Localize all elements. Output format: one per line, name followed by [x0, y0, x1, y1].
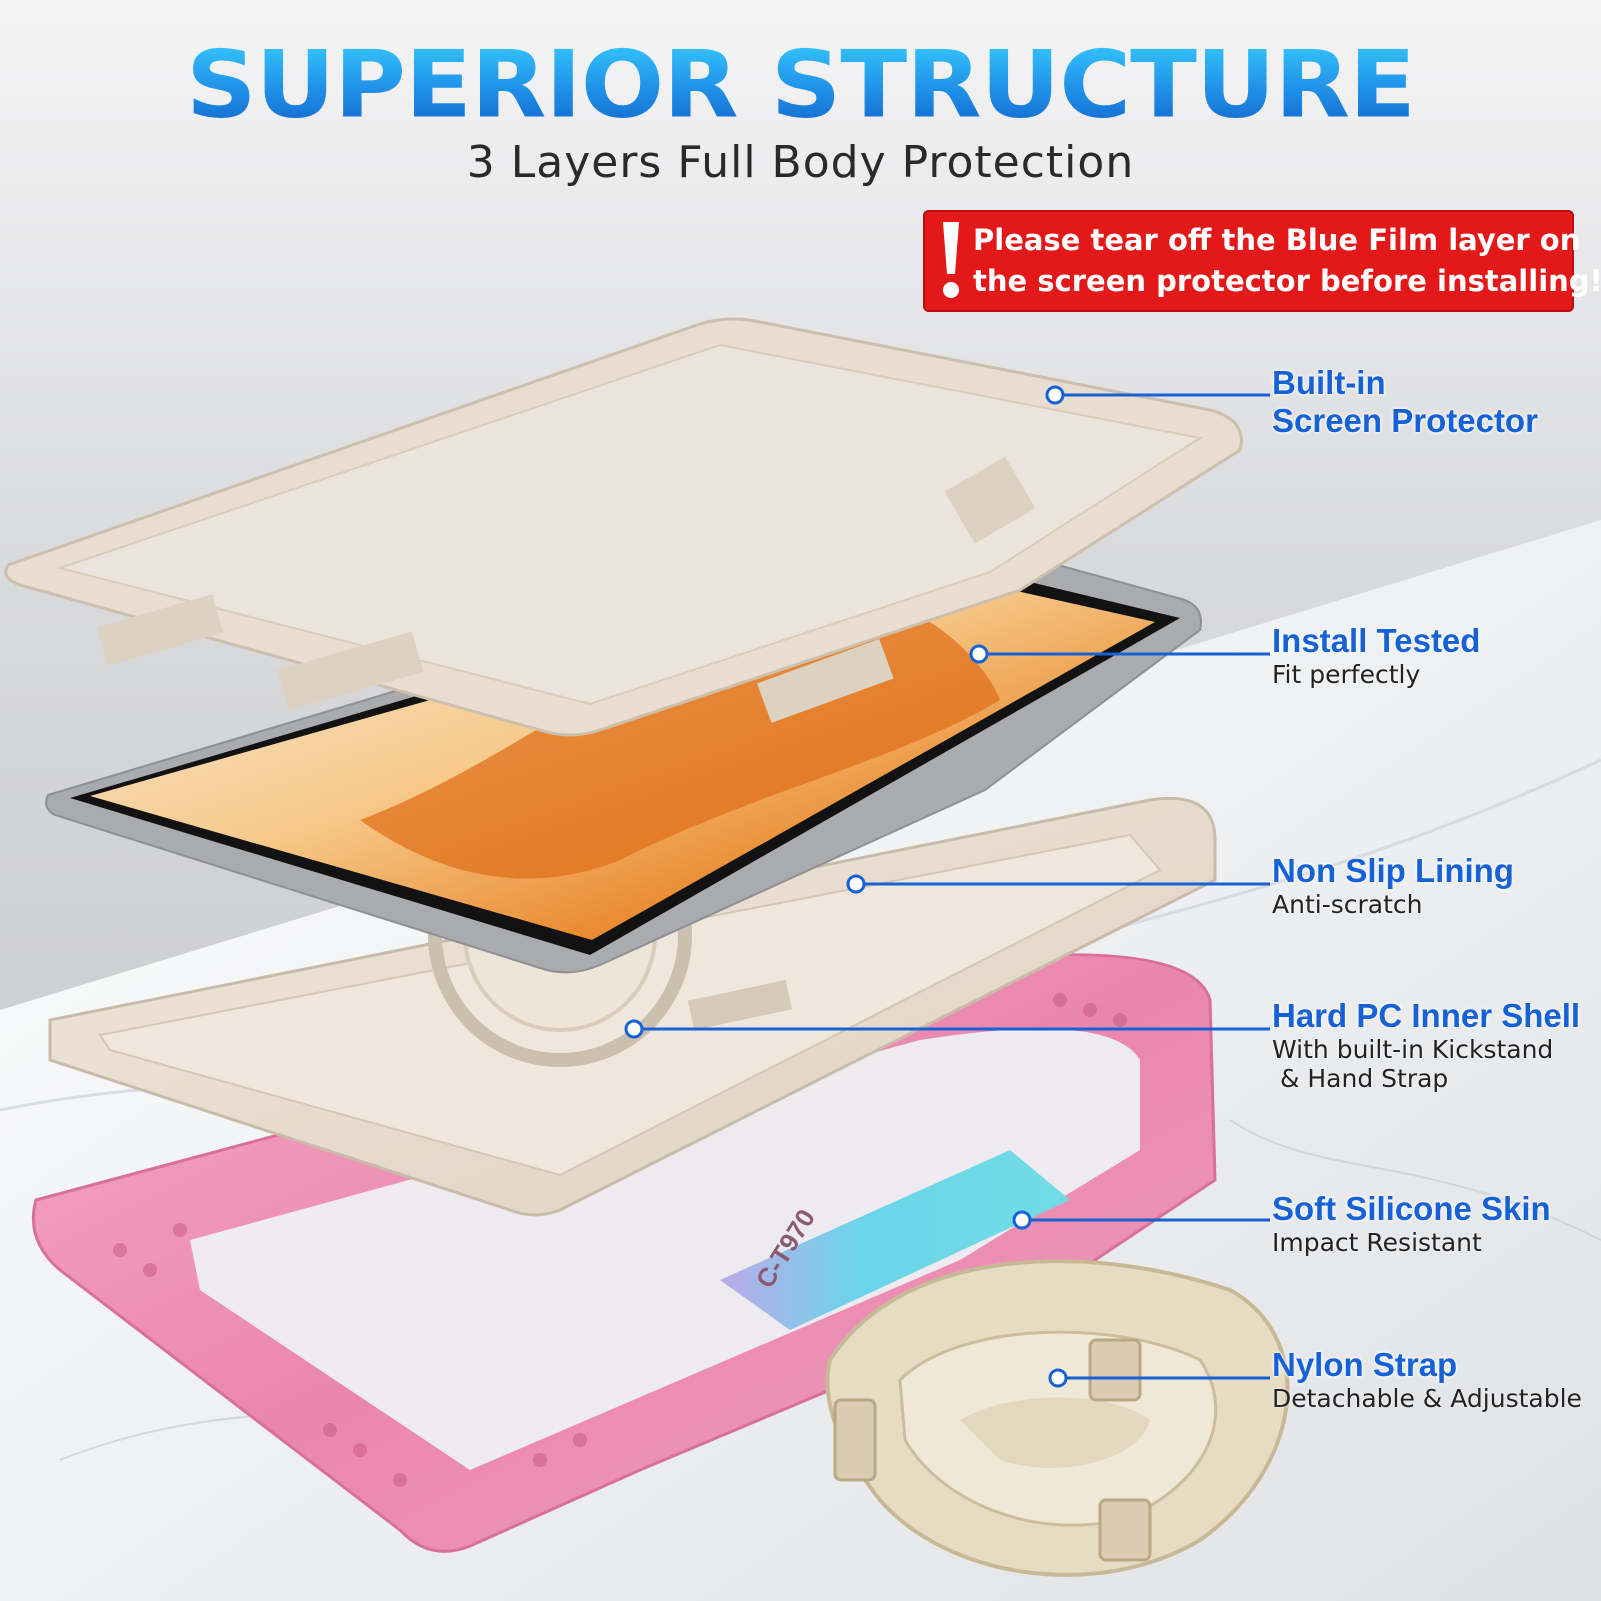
callout-subtitle: Detachable & Adjustable [1272, 1384, 1582, 1413]
nylon-strap [825, 1259, 1290, 1577]
callout-subtitle: Anti-scratch [1272, 890, 1423, 919]
callout-title: Non Slip Lining [1272, 852, 1514, 889]
callout-title: Soft Silicone Skin [1272, 1190, 1551, 1227]
callout-screen-protector: Built-in Screen Protector [1272, 364, 1597, 440]
page-title: SUPERIOR STRUCTURE [0, 33, 1601, 138]
screen-protector-frame [4, 317, 1243, 737]
callout-install-tested: Install Tested Fit perfectly [1272, 622, 1597, 689]
hard-shell-layer [48, 796, 1217, 1217]
warning-line-1: Please tear off the Blue Film layer on [973, 223, 1581, 257]
callout-hard-pc-inner-shell: Hard PC Inner Shell With built-in Kickst… [1272, 997, 1597, 1093]
callout-subtitle: With built-in Kickstand [1272, 1035, 1554, 1064]
callout-nylon-strap: Nylon Strap Detachable & Adjustable [1272, 1346, 1597, 1413]
callout-title: Hard PC Inner Shell [1272, 997, 1581, 1034]
silicone-skin-layer [31, 953, 1217, 1553]
callout-title: Nylon Strap [1272, 1346, 1458, 1383]
callout-title-line-2: Screen Protector [1272, 402, 1538, 439]
warning-banner: Please tear off the Blue Film layer on t… [923, 210, 1601, 312]
callout-subtitle: Fit perfectly [1272, 660, 1421, 689]
callout-subtitle: Impact Resistant [1272, 1228, 1482, 1257]
callout-subtitle-line-2: & Hand Strap [1272, 1064, 1449, 1093]
warning-line-2: the screen protector before installing! [973, 264, 1601, 298]
callout-title: Built-in [1272, 364, 1386, 401]
callout-soft-silicone-skin: Soft Silicone Skin Impact Resistant [1272, 1190, 1597, 1257]
callout-non-slip-lining: Non Slip Lining Anti-scratch [1272, 852, 1597, 919]
page-subtitle: 3 Layers Full Body Protection [466, 137, 1135, 188]
callout-title: Install Tested [1272, 622, 1481, 659]
exclamation-icon [943, 222, 959, 298]
